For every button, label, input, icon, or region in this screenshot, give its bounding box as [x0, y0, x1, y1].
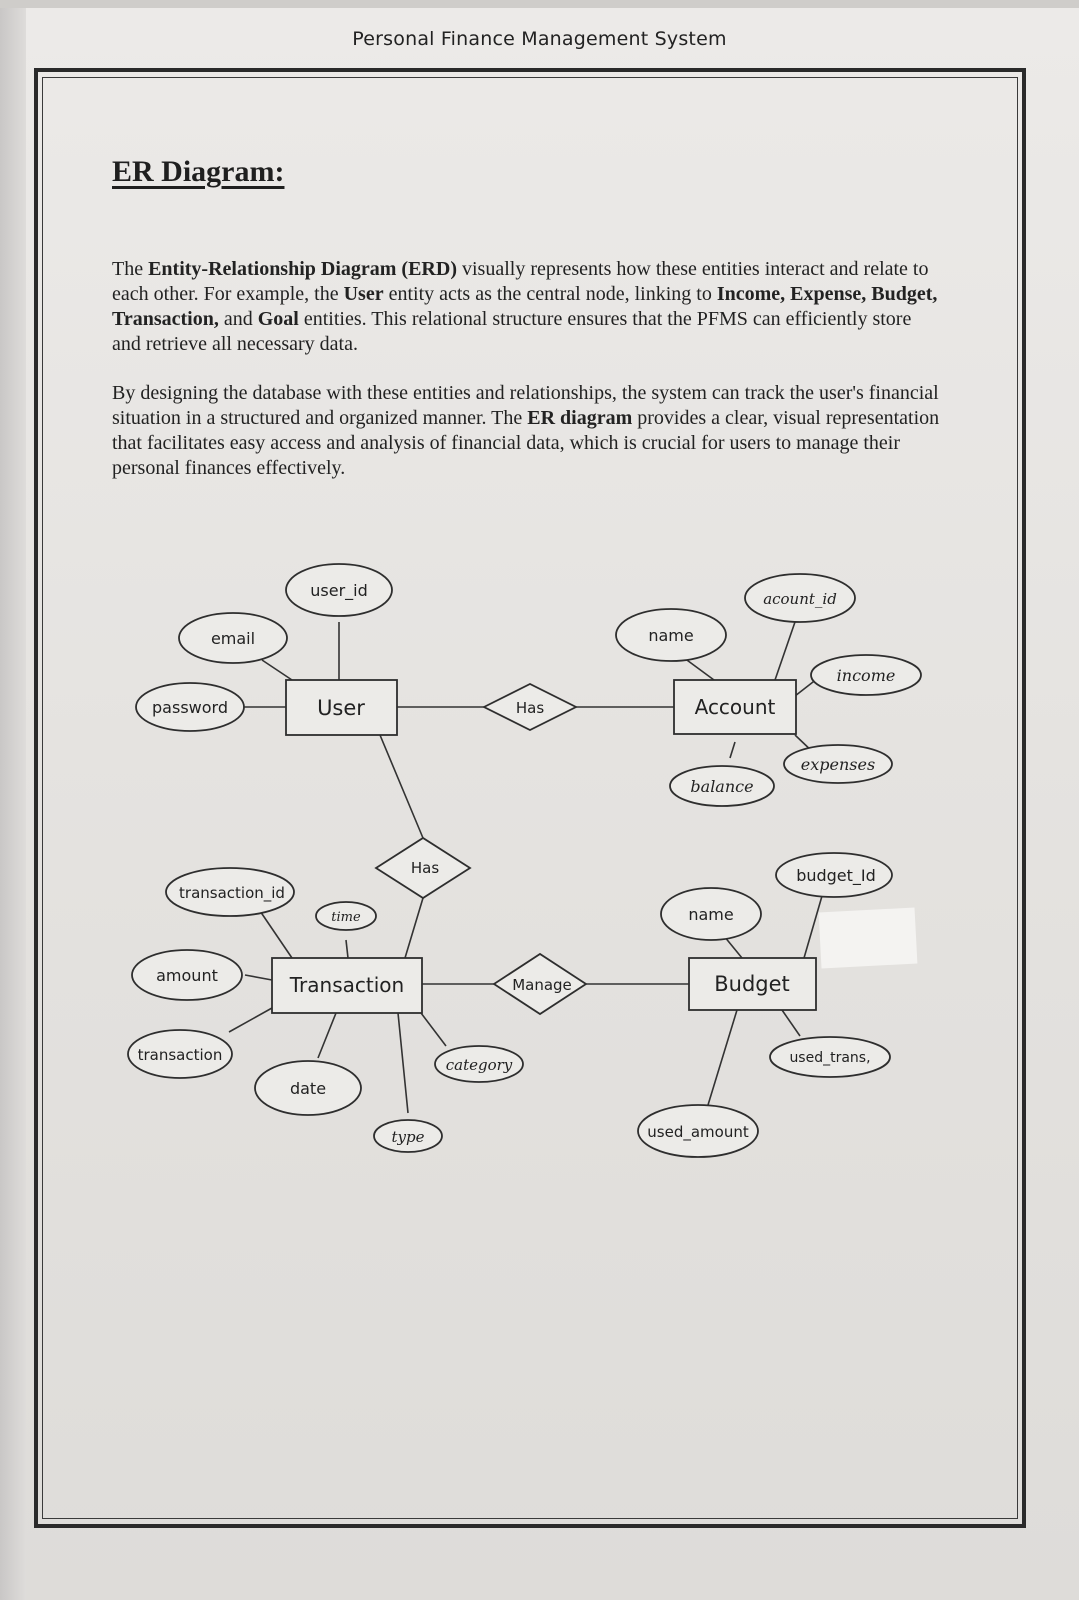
- label-attr-password: password: [152, 698, 228, 717]
- attr-budget-id: [775, 852, 893, 898]
- label-rel-manage: Manage: [512, 976, 572, 994]
- attr-type: [373, 1119, 443, 1153]
- label-attr-time: time: [331, 910, 361, 925]
- attr-transaction-id: [165, 867, 295, 917]
- label-attr-budget-name: name: [688, 905, 733, 924]
- paragraph-intro: The Entity-Relationship Diagram (ERD) vi…: [112, 258, 938, 355]
- attr-used-trans: [769, 1036, 891, 1078]
- line-tx-transaction: [228, 1007, 273, 1033]
- label-attr-balance: balance: [690, 777, 753, 796]
- label-attr-email: email: [211, 629, 255, 648]
- line-tx-type: [397, 1012, 409, 1114]
- attr-password: [135, 682, 245, 732]
- page-top-edge: [0, 0, 1079, 8]
- connector-lines: [228, 621, 823, 1114]
- paragraph-design: By designing the database with these ent…: [112, 382, 940, 479]
- label-attr-account-name: name: [648, 626, 693, 645]
- entity-budget: [688, 957, 817, 1011]
- label-attr-user-id: user_id: [310, 581, 368, 601]
- relationship-user-account: [481, 682, 579, 732]
- label-entity-budget: Budget: [714, 972, 790, 996]
- line-tx-category: [420, 1012, 447, 1047]
- line-budget-usedamount: [707, 1009, 738, 1106]
- line-user-has2: [379, 734, 424, 839]
- label-attr-used-amount: used_amount: [647, 1123, 749, 1142]
- line-budget-name: [723, 935, 743, 959]
- attr-account-id: [744, 573, 856, 623]
- label-entity-transaction: Transaction: [289, 973, 404, 997]
- attr-used-amount: [637, 1104, 759, 1158]
- line-tx-id: [257, 907, 293, 959]
- label-attr-transaction-id: transaction_id: [179, 884, 285, 903]
- line-account-balance: [729, 741, 736, 759]
- attr-category: [434, 1045, 524, 1083]
- attr-expenses: [783, 744, 893, 784]
- line-user-email: [261, 659, 293, 681]
- label-entity-user: User: [317, 696, 365, 720]
- label-attr-account-id: acount_id: [763, 590, 837, 608]
- line-tx-time: [345, 939, 349, 959]
- attr-email: [178, 612, 288, 664]
- diagram-text: User Account Transaction Budget Has Has …: [138, 581, 896, 1146]
- label-attr-income: income: [837, 666, 896, 685]
- label-attr-category: category: [446, 1056, 513, 1074]
- line-tx-amount: [244, 974, 273, 981]
- correction-tape-patch: [818, 907, 918, 969]
- relationship-user-transaction: [374, 836, 472, 900]
- line-budget-id: [803, 895, 823, 959]
- attr-balance: [669, 765, 775, 807]
- relationship-transaction-budget: [492, 952, 588, 1016]
- label-attr-date: date: [290, 1079, 326, 1098]
- label-rel-has-account: Has: [516, 699, 544, 717]
- attr-budget-name: [660, 887, 762, 941]
- label-attr-used-trans: used_trans,: [789, 1050, 870, 1066]
- attr-user-id: [285, 563, 393, 617]
- label-entity-account: Account: [695, 695, 776, 719]
- attr-time: [315, 901, 377, 931]
- attr-income: [810, 654, 922, 696]
- attr-amount: [131, 949, 243, 1001]
- line-tx-date: [317, 1012, 337, 1059]
- section-heading: ER Diagram:: [112, 155, 285, 188]
- label-attr-type: type: [392, 1128, 425, 1146]
- page-binding-edge: [0, 0, 26, 1600]
- attr-account-name: [615, 608, 727, 662]
- label-attr-amount: amount: [156, 966, 218, 985]
- page-border-outer: [34, 68, 1026, 1528]
- line-has2-transaction: [404, 897, 424, 959]
- label-attr-transaction: transaction: [138, 1046, 223, 1064]
- running-header: Personal Finance Management System: [352, 28, 727, 50]
- entity-user: [285, 679, 398, 736]
- entity-transaction: [271, 957, 423, 1014]
- label-attr-expenses: expenses: [801, 755, 875, 774]
- entity-account: [673, 679, 797, 735]
- page-border-inner: [42, 77, 1018, 1519]
- label-attr-budget-id: budget_Id: [796, 866, 876, 886]
- line-account-id: [774, 621, 796, 681]
- diagram-shapes: [127, 563, 922, 1158]
- label-rel-has-transaction: Has: [411, 859, 439, 877]
- line-budget-usedtrans: [781, 1009, 801, 1037]
- attr-date: [254, 1060, 362, 1116]
- attr-transaction: [127, 1029, 233, 1079]
